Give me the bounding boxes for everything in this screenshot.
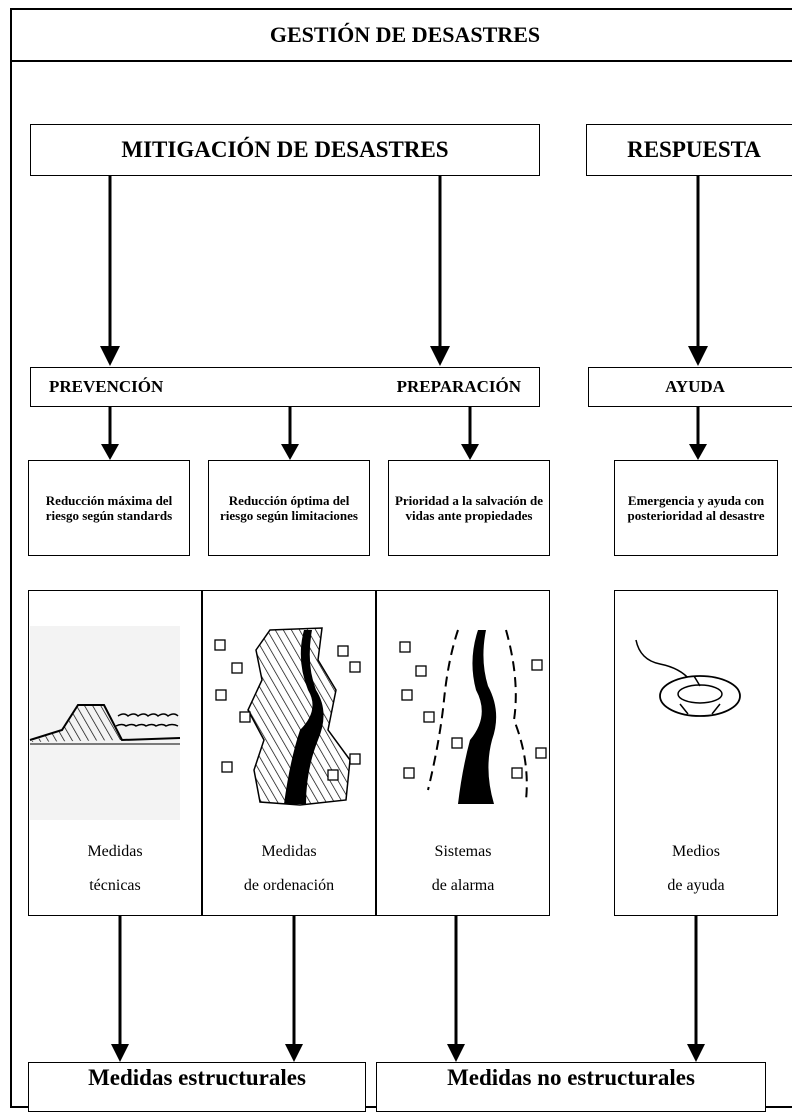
diagram-frame xyxy=(10,8,792,1108)
preparation-label: PREPARACIÓN xyxy=(396,377,521,396)
mitigation-label: MITIGACIÓN DE DESASTRES xyxy=(121,137,449,162)
panel-zoning-line2: de ordenación xyxy=(243,877,335,894)
prevention-preparation-box: PREVENCIÓN PREPARACIÓN xyxy=(30,367,540,407)
response-label: RESPUESTA xyxy=(627,137,761,162)
subbox-optimal-reduction-text: Reducción óptima del riesgo según limita… xyxy=(220,493,358,523)
diagram-graphics xyxy=(29,176,741,1062)
aid-box: AYUDA xyxy=(588,367,792,407)
title-box: GESTIÓN DE DESASTRES xyxy=(10,8,792,62)
lifebuoy-icon xyxy=(635,639,741,717)
panel-zoning-line1: Medidas xyxy=(261,843,317,860)
panel-technical-line1: Medidas xyxy=(87,843,143,860)
subbox-max-reduction: Reducción máxima del riesgo según standa… xyxy=(28,460,190,556)
zoning-map-icon xyxy=(214,627,361,806)
panel-aid-line1: Medios xyxy=(672,843,720,860)
panel-alarm-line1: Sistemas xyxy=(434,843,492,860)
arrow-to-subbox-4 xyxy=(689,407,707,460)
arrow-mitigation-prevention xyxy=(100,176,120,366)
subbox-max-reduction-text: Reducción máxima del riesgo según standa… xyxy=(45,493,173,523)
arrow-aid-nonstructural xyxy=(687,916,705,1062)
page-title: GESTIÓN DE DESASTRES xyxy=(269,22,541,47)
arrow-to-subbox-3 xyxy=(461,407,479,460)
arrow-technical-structural xyxy=(111,916,129,1062)
subbox-life-priority-text: Prioridad a la salvación de vidas ante p… xyxy=(394,493,544,523)
panel-alarm-line2: de alarma xyxy=(431,877,495,894)
arrow-mitigation-preparation xyxy=(430,176,450,366)
subbox-emergency-aid-text: Emergencia y ayuda con posterioridad al … xyxy=(627,493,765,523)
arrow-zoning-structural xyxy=(285,916,303,1062)
arrow-alarm-nonstructural xyxy=(447,916,465,1062)
subbox-optimal-reduction: Reducción óptima del riesgo según limita… xyxy=(208,460,370,556)
panel-technical-line2: técnicas xyxy=(89,877,141,894)
response-box: RESPUESTA xyxy=(586,124,792,176)
arrow-to-subbox-2 xyxy=(281,407,299,460)
alarm-map-icon xyxy=(399,629,547,804)
subbox-emergency-aid: Emergencia y ayuda con posterioridad al … xyxy=(614,460,778,556)
panel-aid-means: Medios de ayuda xyxy=(614,590,778,916)
subbox-life-priority: Prioridad a la salvación de vidas ante p… xyxy=(388,460,550,556)
arrow-to-subbox-1 xyxy=(101,407,119,460)
mitigation-box: MITIGACIÓN DE DESASTRES xyxy=(30,124,540,176)
arrow-response-aid xyxy=(688,176,708,366)
prevention-label: PREVENCIÓN xyxy=(49,377,164,396)
aid-label: AYUDA xyxy=(665,377,725,396)
embankment-icon xyxy=(29,626,181,820)
panel-aid-line2: de ayuda xyxy=(667,877,725,894)
